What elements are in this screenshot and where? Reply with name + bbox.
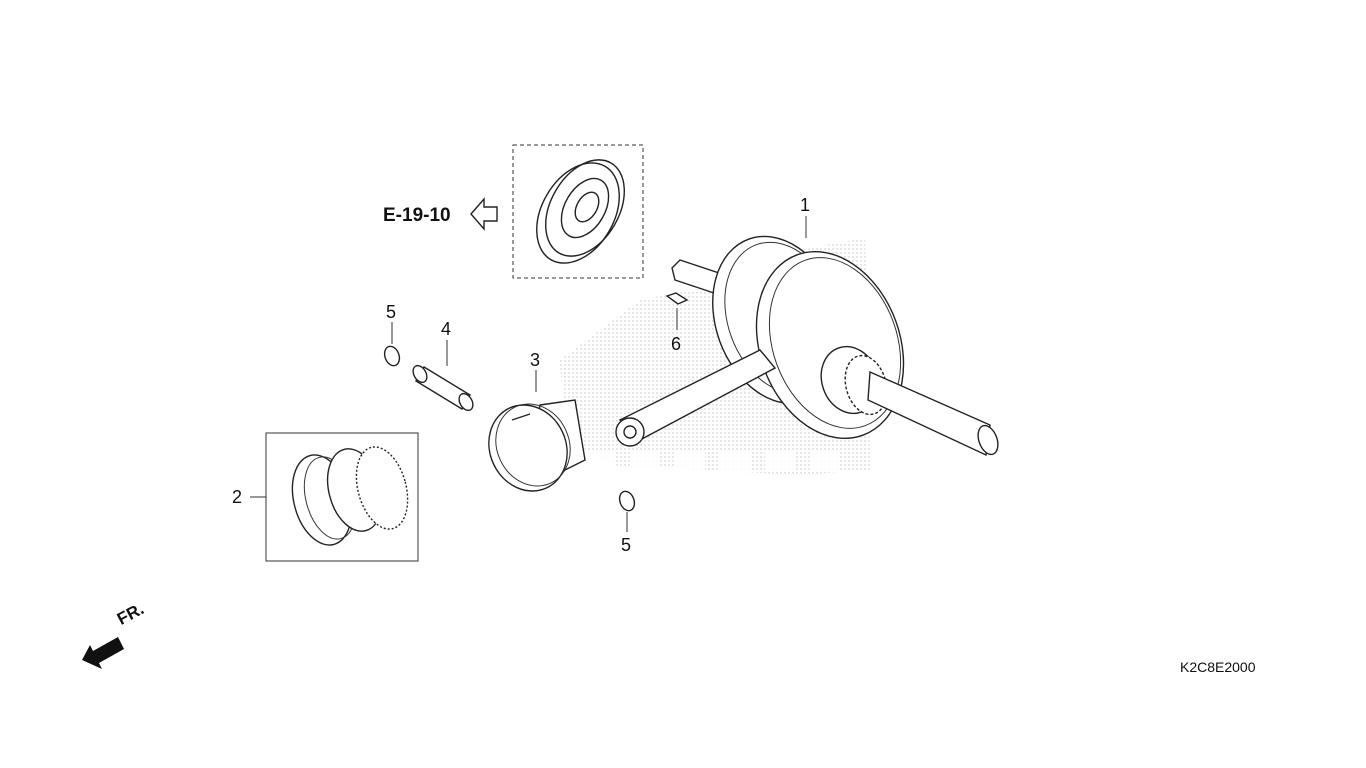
- part-label-4: 4: [441, 319, 452, 339]
- piston-ring-set: [265, 432, 419, 562]
- part-label-3: 3: [530, 350, 541, 370]
- piston: [488, 399, 586, 492]
- reference-label: E-19-10: [383, 205, 451, 226]
- outline-arrow-left-icon: [470, 197, 498, 231]
- part-label-5-right: 5: [621, 535, 632, 555]
- crankshaft-assembly: [615, 235, 999, 457]
- diagram-code: K2C8E2000: [1180, 659, 1256, 675]
- leader-lines: [250, 216, 807, 532]
- woodruff-key: [665, 292, 689, 305]
- filled-arrow-down-left-icon: [82, 637, 124, 669]
- part-label-5-left: 5: [386, 302, 397, 322]
- piston-pin-clip-left: [383, 345, 401, 367]
- part-label-2: 2: [232, 487, 243, 507]
- part-label-1: 1: [800, 195, 811, 215]
- bearing-assembly: [512, 144, 644, 279]
- piston-pin: [412, 364, 474, 412]
- part-label-6: 6: [671, 334, 682, 354]
- piston-pin-clip-right: [618, 490, 636, 512]
